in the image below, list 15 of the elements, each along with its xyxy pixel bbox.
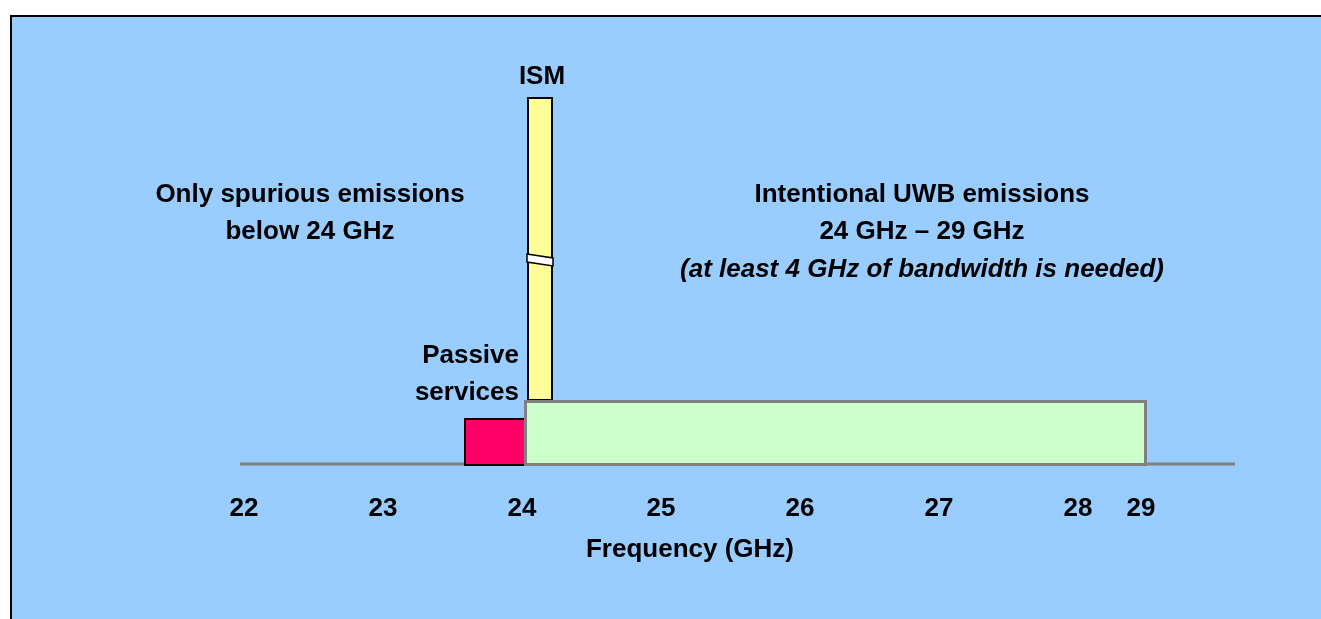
tick-label: 24	[506, 491, 538, 524]
band-note: (at least 4 GHz of bandwidth is needed)	[679, 252, 1165, 285]
band-label: ISM	[517, 59, 567, 92]
tick-label: 22	[228, 491, 260, 524]
region-note: Only spurious emissions below 24 GHz	[154, 177, 466, 247]
tick-label: 26	[784, 491, 816, 524]
tick-label: 23	[367, 491, 399, 524]
tick-label: 29	[1125, 491, 1157, 524]
axis-title: Frequency (GHz)	[585, 532, 795, 565]
band-label: Passive services	[413, 338, 519, 408]
band-note: Intentional UWB emissions 24 GHz – 29 GHz	[753, 177, 1091, 247]
tick-label: 27	[923, 491, 955, 524]
tick-label: 25	[645, 491, 677, 524]
tick-label: 28	[1062, 491, 1094, 524]
frequency-band-bar	[524, 400, 1147, 466]
